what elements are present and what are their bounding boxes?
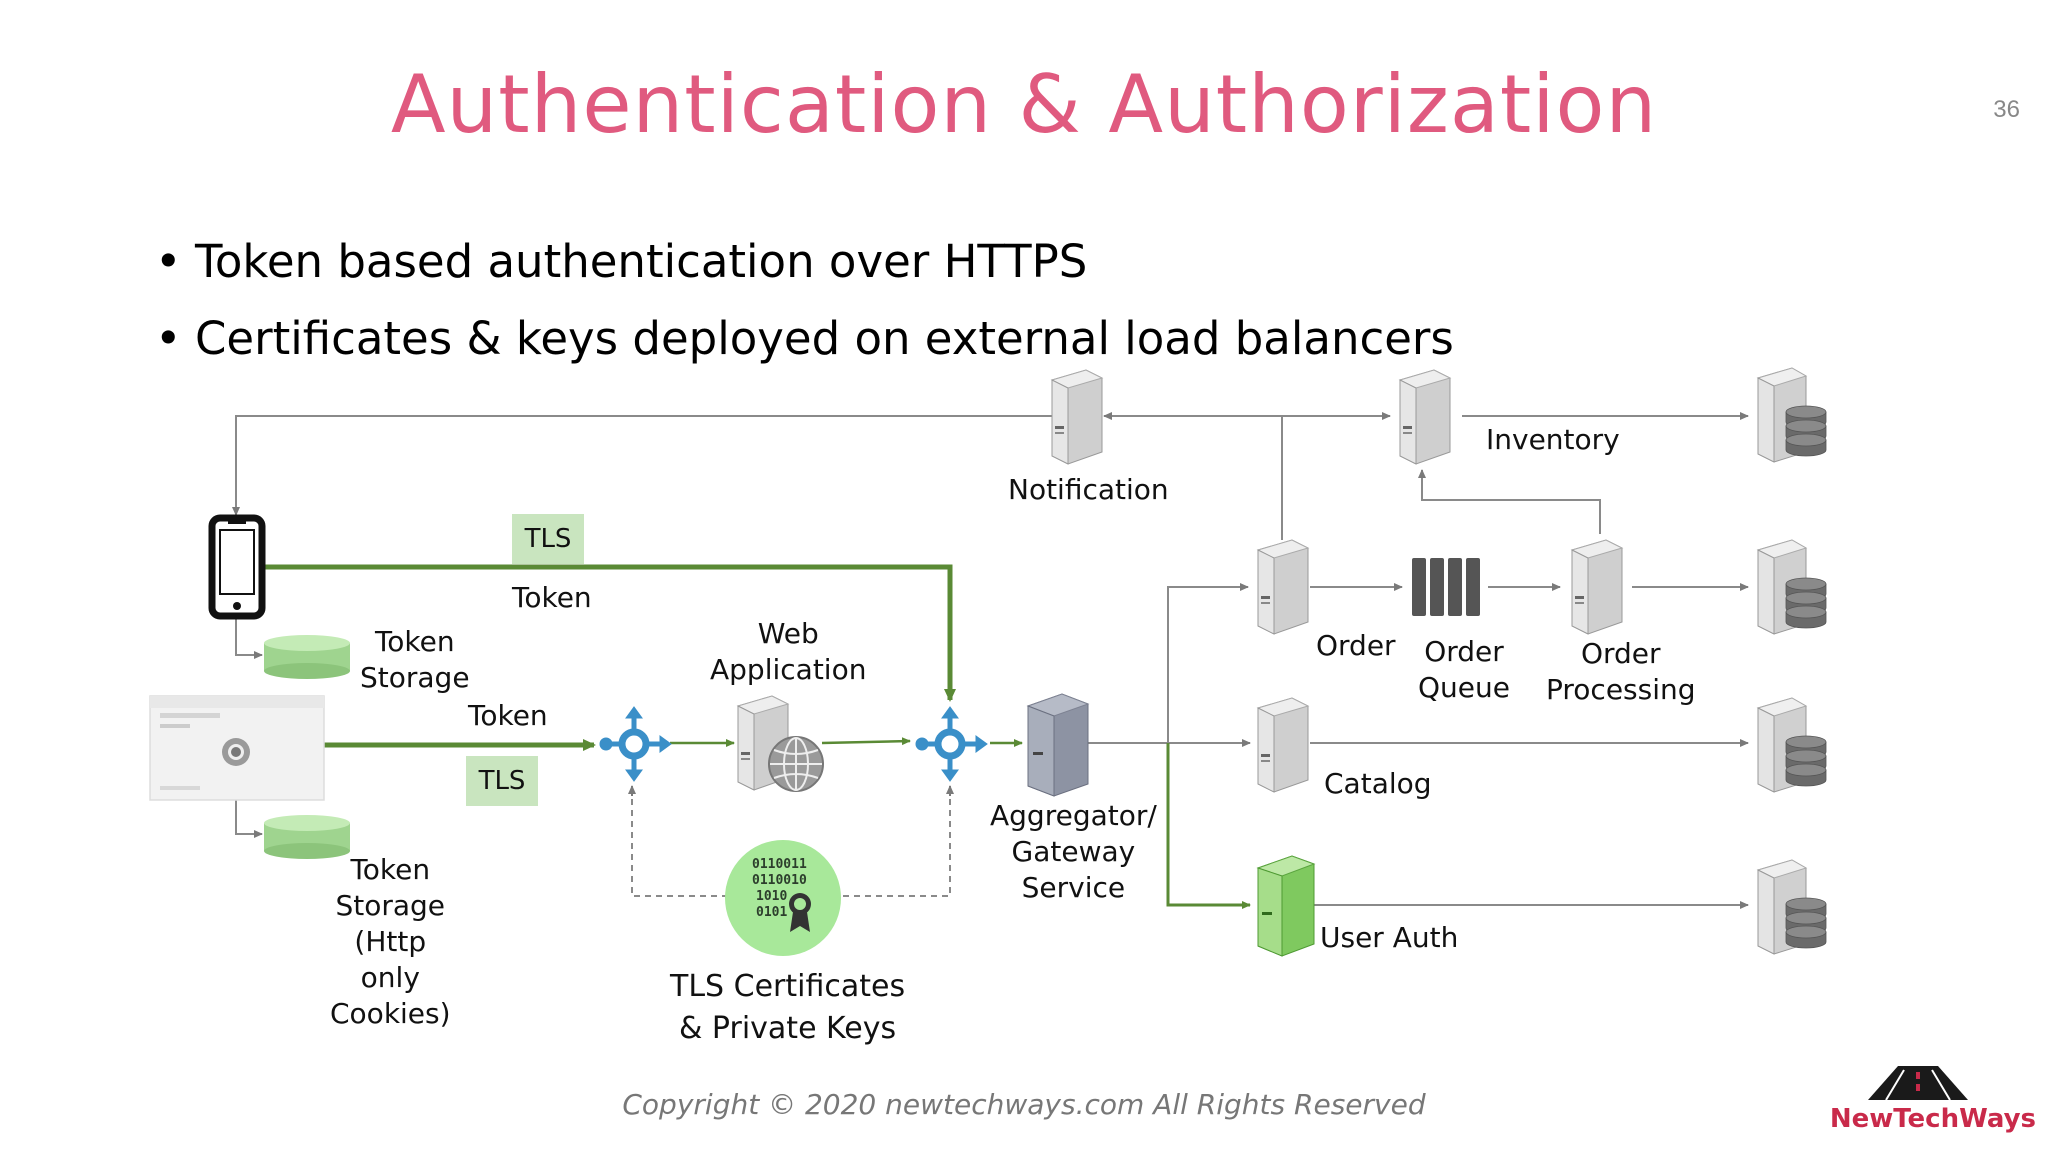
catalog-database-icon [1757,697,1827,793]
newtechways-logo-icon [1868,1066,1968,1101]
token-label-phone: Token [512,581,592,614]
link-browser-to-storage [235,800,263,838]
bullet-token-auth: •Token based authentication over HTTPS [155,235,1088,288]
aggregator-label: Aggregator/ Gateway Service [990,799,1157,904]
order-database-icon [1757,539,1827,635]
order-processing-server-icon [1571,539,1623,635]
order-server-icon [1257,539,1309,635]
token-label-browser: Token [468,699,548,732]
connections [232,412,1749,909]
inventory-server-icon [1399,369,1451,465]
external-load-balancer-icon-2 [916,707,987,781]
link-processing-to-inventory [1418,469,1601,534]
link-aggregator-to-userauth [1166,743,1251,909]
order-processing-label: Order Processing [1546,637,1696,706]
aggregator-gateway-server-icon [1026,693,1090,797]
tls-badge-phone: TLS [512,514,584,564]
inventory-label: Inventory [1486,423,1620,456]
svg-text:0110010: 0110010 [752,873,807,888]
tls-badge-browser: TLS [466,756,538,806]
web-application-label: Web Application [710,617,867,686]
mobile-phone-icon [208,514,266,620]
slide-title: Authentication & Authorization [390,58,1658,151]
svg-text:0101: 0101 [756,905,787,920]
token-storage-cookies-cylinder-icon [264,815,350,859]
svg-text:0110011: 0110011 [752,857,807,872]
link-phone-to-storage [235,618,263,659]
token-storage-label: Token Storage [360,625,470,694]
order-queue-icon [1412,558,1480,616]
link-notification-to-phone [232,415,1058,516]
svg-text:1010: 1010 [756,889,787,904]
bullet-certificates: •Certificates & keys deployed on externa… [155,312,1454,365]
page-number: 36 [1993,96,2020,123]
link-fanout-to-order [1167,583,1249,743]
tls-certificates-label: TLS Certificates & Private Keys [670,969,906,1046]
user-auth-server-icon [1256,855,1316,957]
order-label: Order [1316,629,1396,662]
order-queue-label: Order Queue [1418,635,1510,704]
copyright-text: Copyright © 2020 newtechways.com All Rig… [622,1088,1426,1121]
browser-window-icon [149,695,325,801]
link-phone-tls [264,564,956,702]
user-auth-database-icon [1757,859,1827,955]
link-webapp-to-lb2 [821,737,911,746]
notification-server-icon [1051,369,1103,465]
user-auth-label: User Auth [1320,921,1459,954]
external-load-balancer-icon-1 [600,707,671,781]
inventory-database-icon [1757,367,1827,463]
tls-certificate-icon: 0110011 0110010 1010 0101 [725,840,841,956]
token-storage-cookies-label: Token Storage (Http only Cookies) [330,853,451,1030]
catalog-label: Catalog [1324,767,1432,800]
web-application-server-icon [737,695,824,792]
catalog-server-icon [1257,697,1309,793]
brand-name: NewTechWays [1829,1104,2036,1134]
token-storage-cylinder-icon [264,635,350,679]
notification-label: Notification [1008,473,1169,506]
